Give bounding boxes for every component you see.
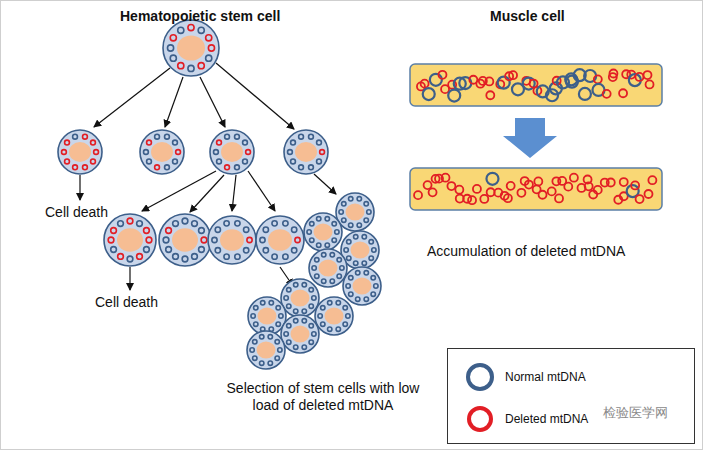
mtdna-ring — [636, 195, 644, 203]
mtdna-ring — [486, 173, 498, 185]
outcome-label: Cell death — [95, 294, 158, 311]
mtdna-ring — [438, 71, 446, 79]
mtdna-ring — [603, 90, 611, 98]
mtdna-ring — [570, 174, 578, 182]
legend-text: Deleted mtDNA — [505, 411, 588, 428]
stem-cell — [159, 214, 211, 266]
note-text: Selection of stem cells with low load of… — [213, 380, 433, 414]
stem-cell — [247, 331, 285, 369]
stem-cell — [281, 279, 319, 317]
stem-cell — [256, 216, 304, 264]
mtdna-ring — [429, 188, 437, 196]
stem-cell — [208, 216, 256, 264]
stem-cell — [315, 297, 353, 335]
stem-cell — [210, 130, 254, 174]
legend-text: Normal mtDNA — [505, 369, 586, 386]
mtdna-ring — [534, 177, 542, 185]
mtdna-ring — [414, 191, 422, 199]
mtdna-ring — [635, 73, 643, 81]
mtdna-ring — [594, 186, 602, 194]
mtdna-ring — [631, 181, 639, 189]
stem-cell — [343, 267, 381, 305]
mtdna-ring — [504, 194, 512, 202]
muscle-fibers — [410, 64, 662, 210]
mtdna-ring — [539, 191, 547, 199]
mtdna-ring — [594, 75, 602, 83]
mtdna-ring — [619, 89, 627, 97]
section-heading: Hematopoietic stem cell — [120, 8, 280, 25]
mtdna-ring — [486, 91, 494, 99]
mtdna-ring — [607, 179, 615, 187]
mtdna-ring — [473, 185, 481, 193]
transition-arrow — [503, 118, 557, 158]
stem-cell — [140, 130, 184, 174]
mtdna-ring — [447, 182, 455, 190]
stem-cell — [163, 20, 219, 76]
mtdna-ring — [485, 77, 493, 85]
mtdna-ring — [609, 70, 617, 78]
stem-cell — [336, 193, 374, 231]
mtdna-ring — [498, 77, 510, 89]
mtdna-ring — [421, 80, 429, 88]
mtdna-ring — [517, 189, 525, 197]
stem-cell — [58, 130, 102, 174]
stem-cell — [104, 214, 156, 266]
mtdna-ring — [423, 88, 435, 100]
mtdna-ring — [507, 182, 515, 190]
stem-cell — [248, 297, 286, 335]
mtdna-ring — [424, 181, 432, 189]
mtdna-ring — [585, 182, 593, 190]
mtdna-ring — [430, 74, 442, 86]
mtdna-ring — [646, 80, 654, 88]
watermark: 检验医学网 — [603, 404, 668, 421]
mtdna-ring — [579, 88, 591, 100]
lineage-arrows — [80, 63, 336, 290]
mtdna-ring — [566, 76, 578, 88]
mtdna-ring — [644, 190, 652, 198]
mtdna-ring — [643, 71, 651, 79]
mtdna-ring — [441, 174, 449, 182]
note-text: Accumulation of deleted mtDNA — [427, 243, 625, 260]
mtdna-ring — [564, 183, 572, 191]
mtdna-ring — [648, 176, 656, 184]
mtdna-ring — [525, 181, 533, 189]
mtdna-ring — [448, 90, 460, 102]
mtdna-ring — [555, 194, 563, 202]
stem-cell — [281, 315, 319, 353]
mtdna-ring — [468, 196, 476, 204]
section-heading: Muscle cell — [490, 8, 565, 25]
legend-samples — [468, 365, 492, 430]
cell-group — [58, 20, 381, 369]
mtdna-ring — [509, 71, 517, 79]
stem-cell — [304, 213, 342, 251]
mtdna-ring — [455, 186, 463, 194]
mtdna-ring — [620, 178, 628, 186]
mtdna-ring — [548, 187, 556, 195]
stem-cell — [309, 249, 347, 287]
stem-cell — [284, 130, 328, 174]
mtdna-ring — [480, 195, 488, 203]
outcome-label: Cell death — [45, 204, 108, 221]
